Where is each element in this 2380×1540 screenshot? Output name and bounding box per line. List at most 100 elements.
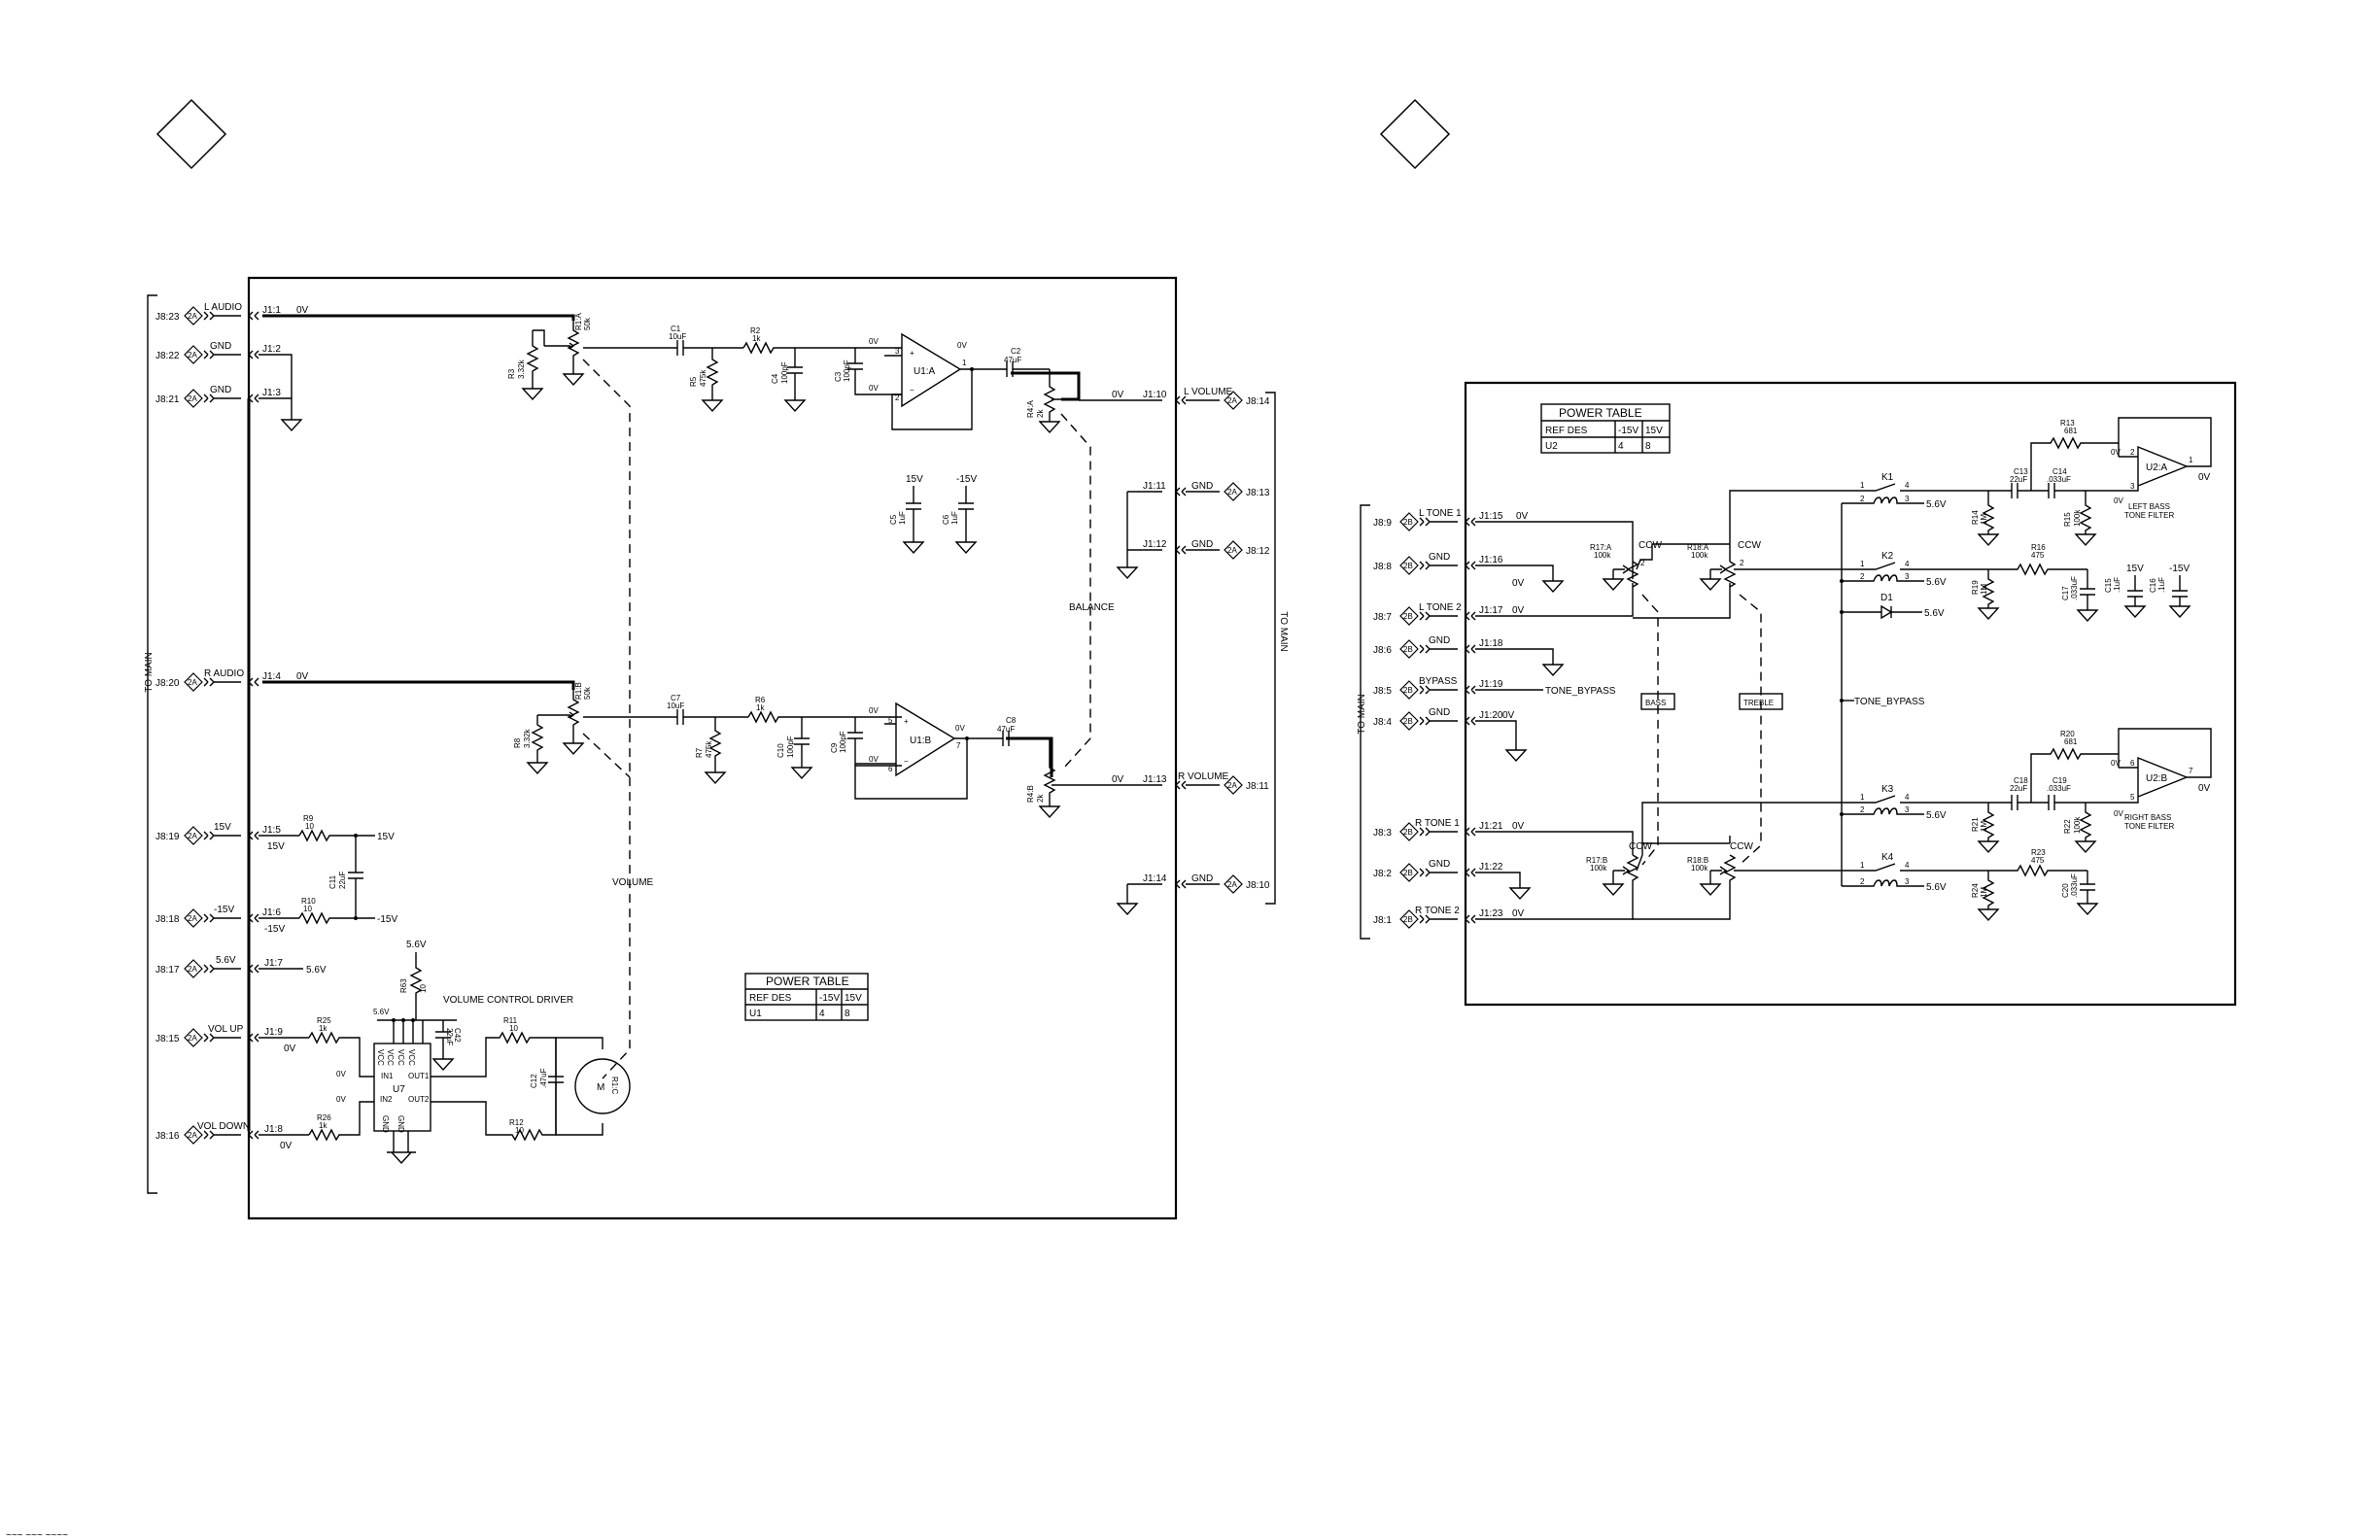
svg-text:C6: C6 [942,514,950,525]
svg-text:2A: 2A [1227,781,1237,790]
svg-text:100k: 100k [2073,816,2082,834]
svg-text:R13: R13 [2060,419,2075,428]
svg-text:100k: 100k [1691,551,1708,560]
svg-text:100pF: 100pF [780,361,789,384]
svg-text:15V: 15V [377,832,395,842]
svg-text:2: 2 [895,394,900,402]
connector-j8-13: J1:11 GND 2A J8:13 [1127,481,1270,501]
svg-text:J8:6: J8:6 [1373,645,1392,656]
svg-text:J8:11: J8:11 [1246,781,1269,792]
svg-text:J8:5: J8:5 [1373,686,1392,697]
svg-text:OUT1: OUT1 [408,1072,430,1080]
svg-text:J8:14: J8:14 [1246,396,1270,407]
svg-text:1: 1 [1860,560,1865,568]
svg-text:0V: 0V [296,671,309,682]
svg-text:4: 4 [1905,481,1910,490]
connector-j8-6: J8:6 2B GND J1:18 [1373,635,1565,677]
svg-text:6: 6 [888,765,893,773]
svg-text:−: − [904,757,909,766]
svg-text:0V: 0V [2198,783,2211,794]
svg-text:2k: 2k [1036,794,1045,803]
svg-text:J1:6: J1:6 [262,907,281,918]
connector-j8-14: J1:10 0V L VOLUME 2A J8:14 [1079,387,1270,410]
svg-text:.1uF: .1uF [2157,577,2166,593]
svg-text:J1:22: J1:22 [1479,862,1503,873]
svg-text:J8:1: J8:1 [1373,915,1392,926]
svg-text:475: 475 [2031,551,2045,560]
svg-text:GND: GND [210,341,231,352]
svg-text:5.6V: 5.6V [373,1008,390,1016]
svg-text:2A: 2A [188,965,197,974]
svg-text:M: M [597,1082,604,1093]
svg-text:8: 8 [1645,441,1651,452]
svg-text:VCC: VCC [407,1049,416,1066]
svg-text:C1: C1 [671,325,681,333]
connector-j8-12: J1:12 GND 2A J8:12 [1116,492,1270,580]
svg-text:J1:10: J1:10 [1143,390,1167,400]
svg-text:J1:19: J1:19 [1479,679,1503,690]
svg-text:100k: 100k [1594,551,1611,560]
svg-text:50k: 50k [583,317,592,330]
svg-text:2A: 2A [1227,880,1237,889]
svg-text:7: 7 [956,741,961,750]
svg-text:GND: GND [1429,859,1450,870]
signal-trace-right-audio [262,680,575,690]
svg-text:681: 681 [2064,427,2078,435]
svg-text:7: 7 [2189,767,2193,775]
connector-j8-23: J8:23 2A L AUDIO J1:1 0V [155,302,309,325]
svg-text:J8:23: J8:23 [155,312,180,323]
svg-text:0V: 0V [2111,759,2121,768]
connector-j8-8: J8:8 2B GND J1:16 0V [1373,552,1565,594]
volume-mechanical-link [582,359,631,1079]
svg-text:5.6V: 5.6V [1926,577,1947,588]
svg-text:15V: 15V [2126,564,2144,574]
svg-text:10uF: 10uF [667,702,684,710]
svg-text:15V: 15V [906,474,923,485]
svg-text:J1:4: J1:4 [262,671,281,682]
svg-text:0V: 0V [336,1070,346,1078]
right-tone-pots: R17:B 100k CCW R18:B 100k CCW [1586,802,1846,920]
svg-text:J8:21: J8:21 [155,394,180,405]
svg-text:R9: R9 [303,814,314,823]
svg-text:C13: C13 [2014,467,2028,476]
svg-text:R17:B: R17:B [1586,856,1607,865]
svg-text:C3: C3 [834,371,843,382]
volume-mechanical-link-b [582,733,631,778]
connector-j8-10: J1:14 GND 2A J8:10 [1116,873,1270,916]
svg-text:10: 10 [305,822,314,831]
svg-text:R8: R8 [513,737,522,748]
svg-text:C8: C8 [1006,716,1017,725]
connector-j8-16: J8:16 2A VOL DOWN J1:8 0V [155,1121,309,1151]
svg-text:C18: C18 [2014,776,2028,785]
svg-text:VOL UP: VOL UP [208,1024,244,1035]
svg-text:R6: R6 [755,696,766,704]
svg-text:J8:10: J8:10 [1246,880,1270,891]
svg-text:J1:15: J1:15 [1479,511,1503,522]
svg-text:3: 3 [1905,805,1910,814]
svg-text:R23: R23 [2031,848,2046,857]
treble-mechanical-link [1739,594,1762,866]
svg-text:J1:5: J1:5 [262,825,281,836]
svg-text:J8:7: J8:7 [1373,612,1392,623]
connector-j8-18: J8:18 2A -15V J1:6 -15V [155,905,299,935]
svg-text:0V: 0V [957,341,967,350]
bass-label: BASS [1645,699,1666,707]
svg-text:J1:3: J1:3 [262,388,281,398]
svg-text:IN2: IN2 [380,1095,393,1104]
svg-text:C10: C10 [776,743,785,758]
svg-text:OUT2: OUT2 [408,1095,430,1104]
svg-text:U2:B: U2:B [2146,773,2168,784]
svg-text:1k: 1k [752,334,761,343]
svg-text:475: 475 [2031,856,2045,865]
svg-text:VCC: VCC [376,1049,385,1066]
svg-text:J1:20: J1:20 [1479,710,1503,721]
svg-text:CCW: CCW [1730,841,1753,852]
svg-text:R26: R26 [317,1113,331,1122]
svg-text:TONE_BYPASS: TONE_BYPASS [1545,686,1616,697]
svg-text:R20: R20 [2060,730,2075,738]
svg-text:4: 4 [819,1009,825,1019]
svg-text:J1:2: J1:2 [262,344,281,355]
svg-text:10uF: 10uF [669,332,686,341]
svg-text:0V: 0V [1516,511,1529,522]
svg-text:U1: U1 [749,1009,762,1019]
